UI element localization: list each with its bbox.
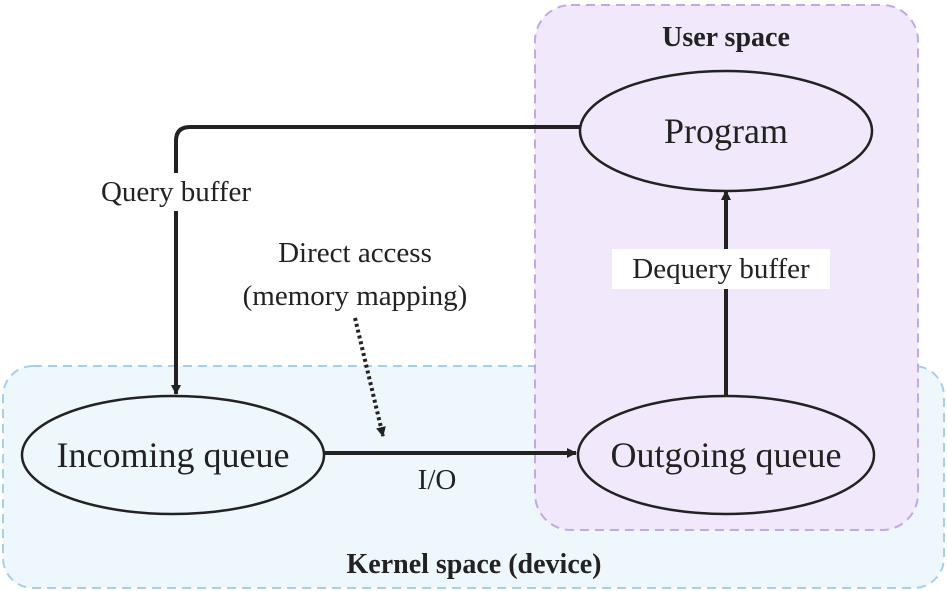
direct-access-arrow xyxy=(353,317,386,437)
dequery-buffer-label: Dequery buffer xyxy=(632,253,810,285)
program-node: Program xyxy=(578,69,874,193)
outgoing-queue-node: Outgoing queue xyxy=(576,394,876,516)
kernel-space-title: Kernel space (device) xyxy=(346,549,601,580)
query-buffer-label-bg xyxy=(84,173,266,211)
direct-access-label-line1: Direct access xyxy=(278,237,432,269)
query-buffer-label: Query buffer xyxy=(101,176,251,208)
incoming-queue-label: Incoming queue xyxy=(57,435,290,475)
outgoing-queue-label: Outgoing queue xyxy=(611,435,842,475)
io-label: I/O xyxy=(418,464,457,496)
query-buffer-arrow xyxy=(171,125,580,395)
incoming-queue-node: Incoming queue xyxy=(20,394,326,516)
direct-access-label-line2: (memory mapping) xyxy=(243,280,468,312)
user-space-title: User space xyxy=(662,22,790,53)
dequery-buffer-label-bg xyxy=(612,249,830,289)
program-label: Program xyxy=(664,111,788,151)
